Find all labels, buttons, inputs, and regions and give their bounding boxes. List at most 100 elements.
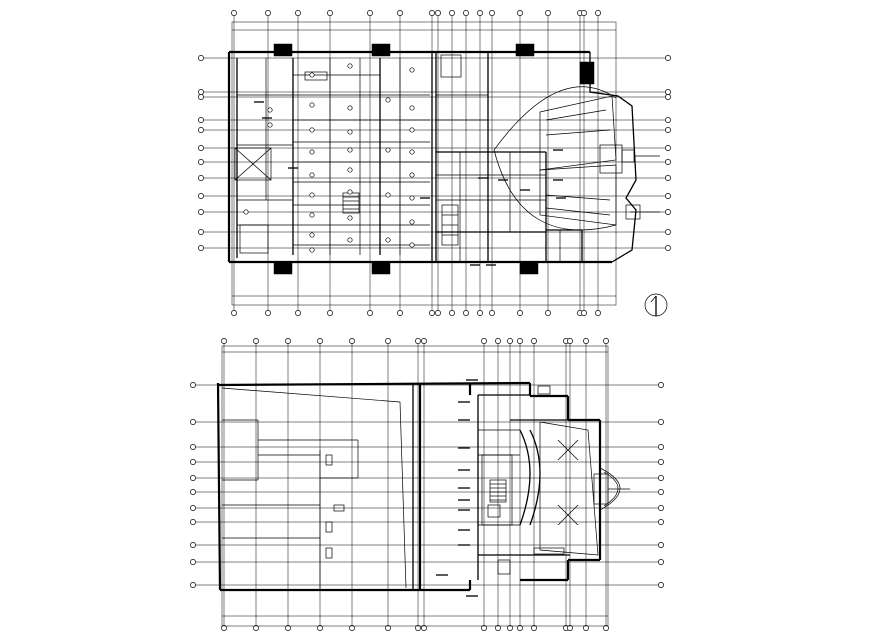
ceiling-fixture — [385, 192, 391, 198]
ceiling-fixture — [309, 102, 315, 108]
grid-bubble — [449, 310, 455, 316]
lower-core — [478, 385, 599, 575]
ceiling-fixture — [347, 147, 353, 153]
grid-bubble — [507, 338, 513, 344]
ceiling-fixture — [385, 237, 391, 243]
grid-bubble — [190, 419, 196, 425]
grid-bubble — [327, 10, 333, 16]
grid-bubble — [198, 55, 204, 61]
ceiling-fixture — [409, 127, 415, 133]
ceiling-fixture — [347, 189, 353, 195]
grid-bubble — [603, 625, 609, 631]
upper-grid-lines — [200, 16, 668, 312]
ceiling-fixture — [347, 167, 353, 173]
ceiling-fixture — [409, 172, 415, 178]
grid-bubble — [658, 419, 664, 425]
upper-rooms — [234, 54, 561, 262]
grid-bubble — [545, 310, 551, 316]
grid-bubble — [190, 582, 196, 588]
ceiling-fixture — [347, 129, 353, 135]
grid-bubble — [567, 625, 573, 631]
ceiling-fixture — [409, 242, 415, 248]
ceiling-fixture — [409, 195, 415, 201]
grid-bubble — [198, 209, 204, 215]
grid-bubble — [595, 10, 601, 16]
grid-bubble — [198, 175, 204, 181]
grid-bubble — [190, 542, 196, 548]
grid-bubble — [367, 310, 373, 316]
ceiling-fixture — [267, 122, 273, 128]
grid-bubble — [421, 338, 427, 344]
grid-bubble — [658, 382, 664, 388]
grid-bubble — [567, 338, 573, 344]
grid-bubble — [495, 625, 501, 631]
grid-bubble — [198, 94, 204, 100]
grid-bubble — [507, 625, 513, 631]
grid-bubble — [295, 310, 301, 316]
ceiling-fixture — [409, 105, 415, 111]
grid-bubble — [231, 310, 237, 316]
ceiling-fixture — [309, 72, 315, 78]
grid-bubble — [581, 310, 587, 316]
grid-bubble — [658, 489, 664, 495]
grid-bubble — [285, 625, 291, 631]
grid-bubble — [397, 310, 403, 316]
grid-bubble — [658, 519, 664, 525]
grid-bubble — [481, 625, 487, 631]
grid-bubble — [481, 338, 487, 344]
grid-bubble — [349, 338, 355, 344]
lower-grid-lines — [192, 342, 662, 630]
grid-bubble — [658, 542, 664, 548]
grid-bubble — [198, 229, 204, 235]
grid-bubble — [190, 444, 196, 450]
lower-grid-bubbles — [190, 338, 664, 631]
grid-bubble — [190, 459, 196, 465]
grid-bubble — [489, 10, 495, 16]
grid-bubble — [665, 94, 671, 100]
grid-bubble — [435, 10, 441, 16]
grid-bubble — [198, 193, 204, 199]
grid-bubble — [367, 10, 373, 16]
ceiling-fixture — [347, 63, 353, 69]
grid-bubble — [665, 89, 671, 95]
grid-bubble — [545, 10, 551, 16]
grid-bubble — [665, 145, 671, 151]
grid-bubble — [581, 10, 587, 16]
grid-bubble — [295, 10, 301, 16]
grid-bubble — [449, 10, 455, 16]
upper-grid-bubbles — [198, 10, 671, 316]
grid-bubble — [317, 625, 323, 631]
grid-bubble — [435, 310, 441, 316]
grid-bubble — [385, 625, 391, 631]
grid-bubble — [221, 338, 227, 344]
ceiling-fixture — [309, 172, 315, 178]
grid-bubble — [265, 10, 271, 16]
grid-bubble — [658, 559, 664, 565]
grid-bubble — [198, 159, 204, 165]
upper-fixtures — [243, 63, 415, 253]
grid-bubble — [349, 625, 355, 631]
ceiling-fixture — [309, 212, 315, 218]
grid-bubble — [658, 582, 664, 588]
ceiling-fixture — [347, 105, 353, 111]
grid-bubble — [463, 310, 469, 316]
grid-bubble — [198, 145, 204, 151]
lower-annotations — [436, 379, 478, 597]
grid-bubble — [665, 229, 671, 235]
grid-bubble — [595, 310, 601, 316]
grid-bubble — [583, 625, 589, 631]
grid-bubble — [190, 475, 196, 481]
upper-dimension-frame — [231, 21, 617, 306]
grid-bubble — [198, 127, 204, 133]
upper-annotations — [254, 101, 566, 266]
grid-bubble — [415, 625, 421, 631]
grid-bubble — [477, 310, 483, 316]
grid-bubble — [517, 338, 523, 344]
grid-bubble — [517, 625, 523, 631]
ceiling-fixture — [409, 67, 415, 73]
grid-bubble — [231, 10, 237, 16]
grid-bubble — [658, 505, 664, 511]
grid-bubble — [198, 245, 204, 251]
grid-bubble — [665, 117, 671, 123]
